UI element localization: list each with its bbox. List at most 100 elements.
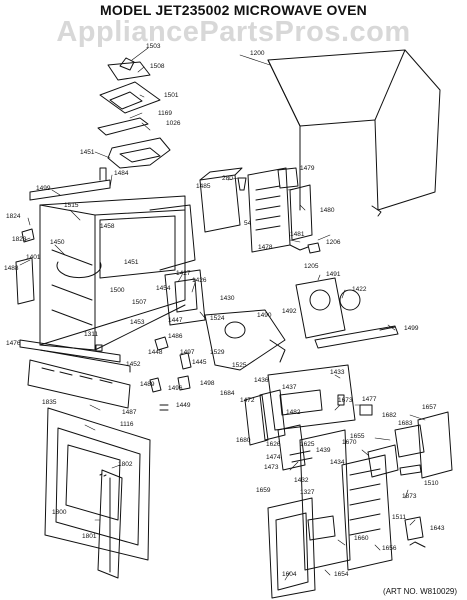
part-label: 1445 [192, 359, 207, 366]
part-label: 1501 [164, 92, 179, 99]
part-label: 1656 [382, 545, 397, 552]
part-label: 1447 [168, 317, 183, 324]
part-label: 1433 [330, 369, 345, 376]
part-label: 1169 [158, 110, 172, 117]
part-label: 1824 [6, 213, 21, 220]
watermark: AppliancePartsPros.com [56, 16, 411, 48]
part-label: 1486 [168, 333, 183, 340]
part-label: 1524 [210, 315, 225, 322]
part-label: 1835 [42, 399, 57, 406]
part-label: 1434 [330, 459, 345, 466]
part-label: 1680 [236, 437, 251, 444]
part-label: 1401 [26, 254, 41, 261]
control-panel-assembly [245, 365, 372, 470]
part-label: 1626 [266, 441, 281, 448]
part-label: 1436 [254, 377, 269, 384]
part-label: 1454 [156, 285, 171, 292]
part-label: 1503 [146, 43, 161, 50]
part-label: 1450 [50, 239, 65, 246]
part-label: 1026 [166, 120, 181, 127]
part-label: 1823 [12, 236, 27, 243]
part-label: 1496 [168, 385, 183, 392]
part-label: 1311 [84, 331, 98, 338]
part-label: 1327 [300, 489, 315, 496]
part-label: 1482 [286, 409, 301, 416]
part-label: 1654 [334, 571, 349, 578]
part-label: 1430 [220, 295, 235, 302]
part-label: 1200 [250, 50, 265, 57]
part-label: 1439 [316, 447, 331, 454]
part-label: 1116 [120, 421, 134, 428]
part-label: 1206 [326, 239, 341, 246]
part-label: 1492 [282, 308, 297, 315]
part-label: 1437 [282, 384, 297, 391]
fan-blade-assembly [98, 58, 170, 168]
door-assembly [45, 408, 150, 560]
part-label: 1489 [140, 381, 155, 388]
part-label: 1484 [114, 170, 129, 177]
left-side-brackets [16, 168, 110, 304]
part-label: 280 [222, 175, 233, 182]
part-label: 1515 [64, 202, 79, 209]
part-label: 1507 [132, 299, 147, 306]
part-label: 1670 [342, 439, 357, 446]
part-label: 1480 [320, 207, 335, 214]
part-label: 1451 [80, 149, 95, 156]
part-label: 1625 [300, 441, 315, 448]
part-label: 1473 [264, 464, 279, 471]
part-label: 1448 [148, 349, 163, 356]
part-label: 1655 [350, 433, 365, 440]
part-label: 1657 [422, 404, 437, 411]
part-label: 1205 [304, 263, 319, 270]
part-label: 1491 [326, 271, 341, 278]
part-label: 1451 [124, 259, 139, 266]
part-label: 1683 [398, 420, 413, 427]
part-label: 1479 [300, 165, 315, 172]
part-label: 1684 [220, 390, 235, 397]
part-label: 1477 [362, 396, 377, 403]
part-label: 1498 [200, 380, 215, 387]
front-control-frame [268, 430, 350, 598]
part-label: 1800 [52, 509, 67, 516]
part-label: 1673 [338, 397, 353, 404]
part-label: 1490 [257, 312, 272, 319]
part-label: 1452 [126, 361, 141, 368]
part-label: 1500 [110, 287, 125, 294]
part-label: 1472 [240, 397, 255, 404]
part-label: 1427 [176, 270, 191, 277]
outer-cabinet-wrapper [268, 50, 440, 216]
oven-cavity [40, 196, 195, 350]
part-label: 1529 [210, 349, 225, 356]
part-label: 1488 [4, 265, 19, 272]
part-label: 1458 [100, 223, 115, 230]
part-label: 1801 [82, 533, 97, 540]
part-label: 1511 [392, 514, 406, 521]
part-label: 1682 [382, 412, 397, 419]
door-handle [98, 470, 122, 578]
part-label: 1660 [354, 535, 369, 542]
part-label: 1453 [130, 319, 145, 326]
part-label: 1802 [118, 461, 133, 468]
part-label: 1422 [352, 286, 367, 293]
keypad-and-boards [342, 412, 452, 570]
part-label: 1643 [430, 525, 445, 532]
part-label: 1510 [424, 480, 439, 487]
part-label: 1659 [256, 487, 271, 494]
part-label: 1499 [404, 325, 419, 332]
part-label: 1525 [232, 362, 247, 369]
part-label: 1508 [150, 63, 165, 70]
part-label: 1478 [258, 244, 273, 251]
small-hardware [96, 337, 191, 410]
part-label: 1497 [180, 349, 195, 356]
magnetron-and-transformer [165, 168, 285, 370]
page-title: MODEL JET235002 MICROWAVE OVEN [100, 2, 367, 18]
part-label: 1487 [122, 409, 137, 416]
part-label: 1499 [36, 185, 51, 192]
rear-plate-and-fan [270, 243, 398, 362]
part-label: 1481 [290, 231, 305, 238]
part-label: 1873 [402, 493, 417, 500]
back-panel [248, 168, 312, 252]
part-label: 1449 [176, 402, 191, 409]
